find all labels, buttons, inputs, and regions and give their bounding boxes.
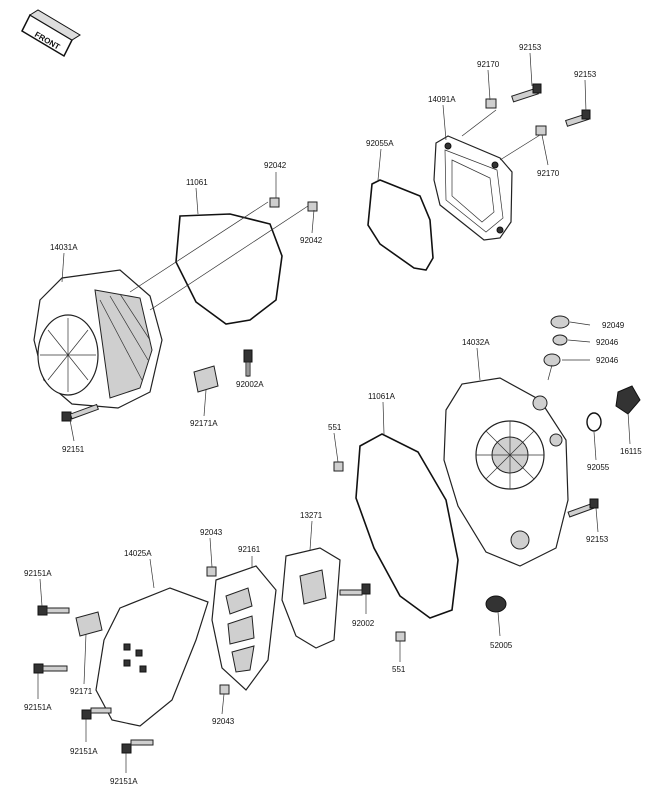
oring-92055 (586, 412, 602, 432)
label-92055A: 92055A (366, 139, 394, 148)
label-551: 551 (328, 423, 342, 432)
plate-13271 (281, 547, 341, 649)
label-92042: 92042 (264, 161, 287, 170)
label-92046: 92046 (596, 338, 619, 347)
dowel-92042a (269, 197, 280, 208)
leaders-right (333, 321, 631, 637)
front-arrow-icon: FRONT (21, 9, 81, 58)
leaders-bottom (37, 520, 401, 773)
label-92043: 92043 (200, 528, 223, 537)
cover-14032A (443, 377, 569, 567)
dowel-551a (333, 461, 344, 472)
label-92151: 92151 (62, 445, 85, 454)
gasket-11061 (175, 213, 283, 325)
label-14032A: 14032A (462, 338, 490, 347)
label-92055: 92055 (587, 463, 610, 472)
label-92170: 92170 (477, 60, 500, 69)
collar-92170a (485, 98, 497, 109)
label-16115: 16115 (620, 447, 642, 456)
bolt-92151Aa (37, 605, 70, 616)
label-11061A: 11061A (368, 392, 396, 401)
label-92042: 92042 (300, 236, 323, 245)
clamp-92171 (75, 611, 103, 637)
label-92151A: 92151A (24, 703, 52, 712)
dowel-92042b (307, 201, 318, 212)
bolt-92151Ab (33, 663, 68, 674)
plug-16115 (615, 385, 641, 415)
label-92171A: 92171A (190, 419, 218, 428)
label-92151A: 92151A (110, 777, 138, 786)
label-92153: 92153 (586, 535, 609, 544)
label-92153: 92153 (519, 43, 542, 52)
gasket-11061A (355, 433, 459, 619)
bolt-92153c (567, 498, 599, 518)
label-14091A: 14091A (428, 95, 456, 104)
label-11061: 11061 (186, 178, 208, 187)
label-92153: 92153 (574, 70, 597, 79)
label-52005: 52005 (490, 641, 513, 650)
cover-14025A (95, 587, 209, 727)
label-551: 551 (392, 665, 406, 674)
collar-92170b (535, 125, 547, 136)
label-13271: 13271 (300, 511, 323, 520)
guard-92161 (211, 565, 277, 691)
bolt-92153b (564, 109, 591, 127)
cover-14031A (33, 269, 163, 409)
label-92043: 92043 (212, 717, 235, 726)
label-92151A: 92151A (70, 747, 98, 756)
label-92151A: 92151A (24, 569, 52, 578)
bolt-92151Ad (121, 739, 154, 754)
dowel-551b (395, 631, 406, 642)
plug-52005 (485, 595, 507, 613)
label-14025A: 14025A (124, 549, 152, 558)
leaders-top-right (377, 52, 587, 181)
cover-14091A (433, 135, 513, 241)
label-92049: 92049 (602, 321, 625, 330)
bolt-92151Ac (81, 707, 112, 720)
label-92171: 92171 (70, 687, 93, 696)
washer-92046a (552, 334, 568, 346)
dowel-92043b (219, 684, 230, 695)
gasket-92055A (367, 179, 434, 271)
bolt-92153a (511, 83, 542, 103)
label-92161: 92161 (238, 545, 261, 554)
washer-92046b (543, 353, 561, 367)
leaders-left (61, 172, 315, 442)
label-92046: 92046 (596, 356, 619, 365)
bolt-92002 (339, 583, 371, 596)
part-labels: 92153 92170 92153 14091A 92055A 92170 92… (24, 43, 642, 786)
label-14031A: 14031A (50, 243, 78, 252)
label-92002A: 92002A (236, 380, 264, 389)
bolt-92151 (61, 403, 99, 422)
label-92170: 92170 (537, 169, 560, 178)
clamp-92171A (193, 365, 219, 393)
dowel-92043a (206, 566, 217, 577)
label-92002: 92002 (352, 619, 375, 628)
seal-92049 (550, 315, 570, 329)
